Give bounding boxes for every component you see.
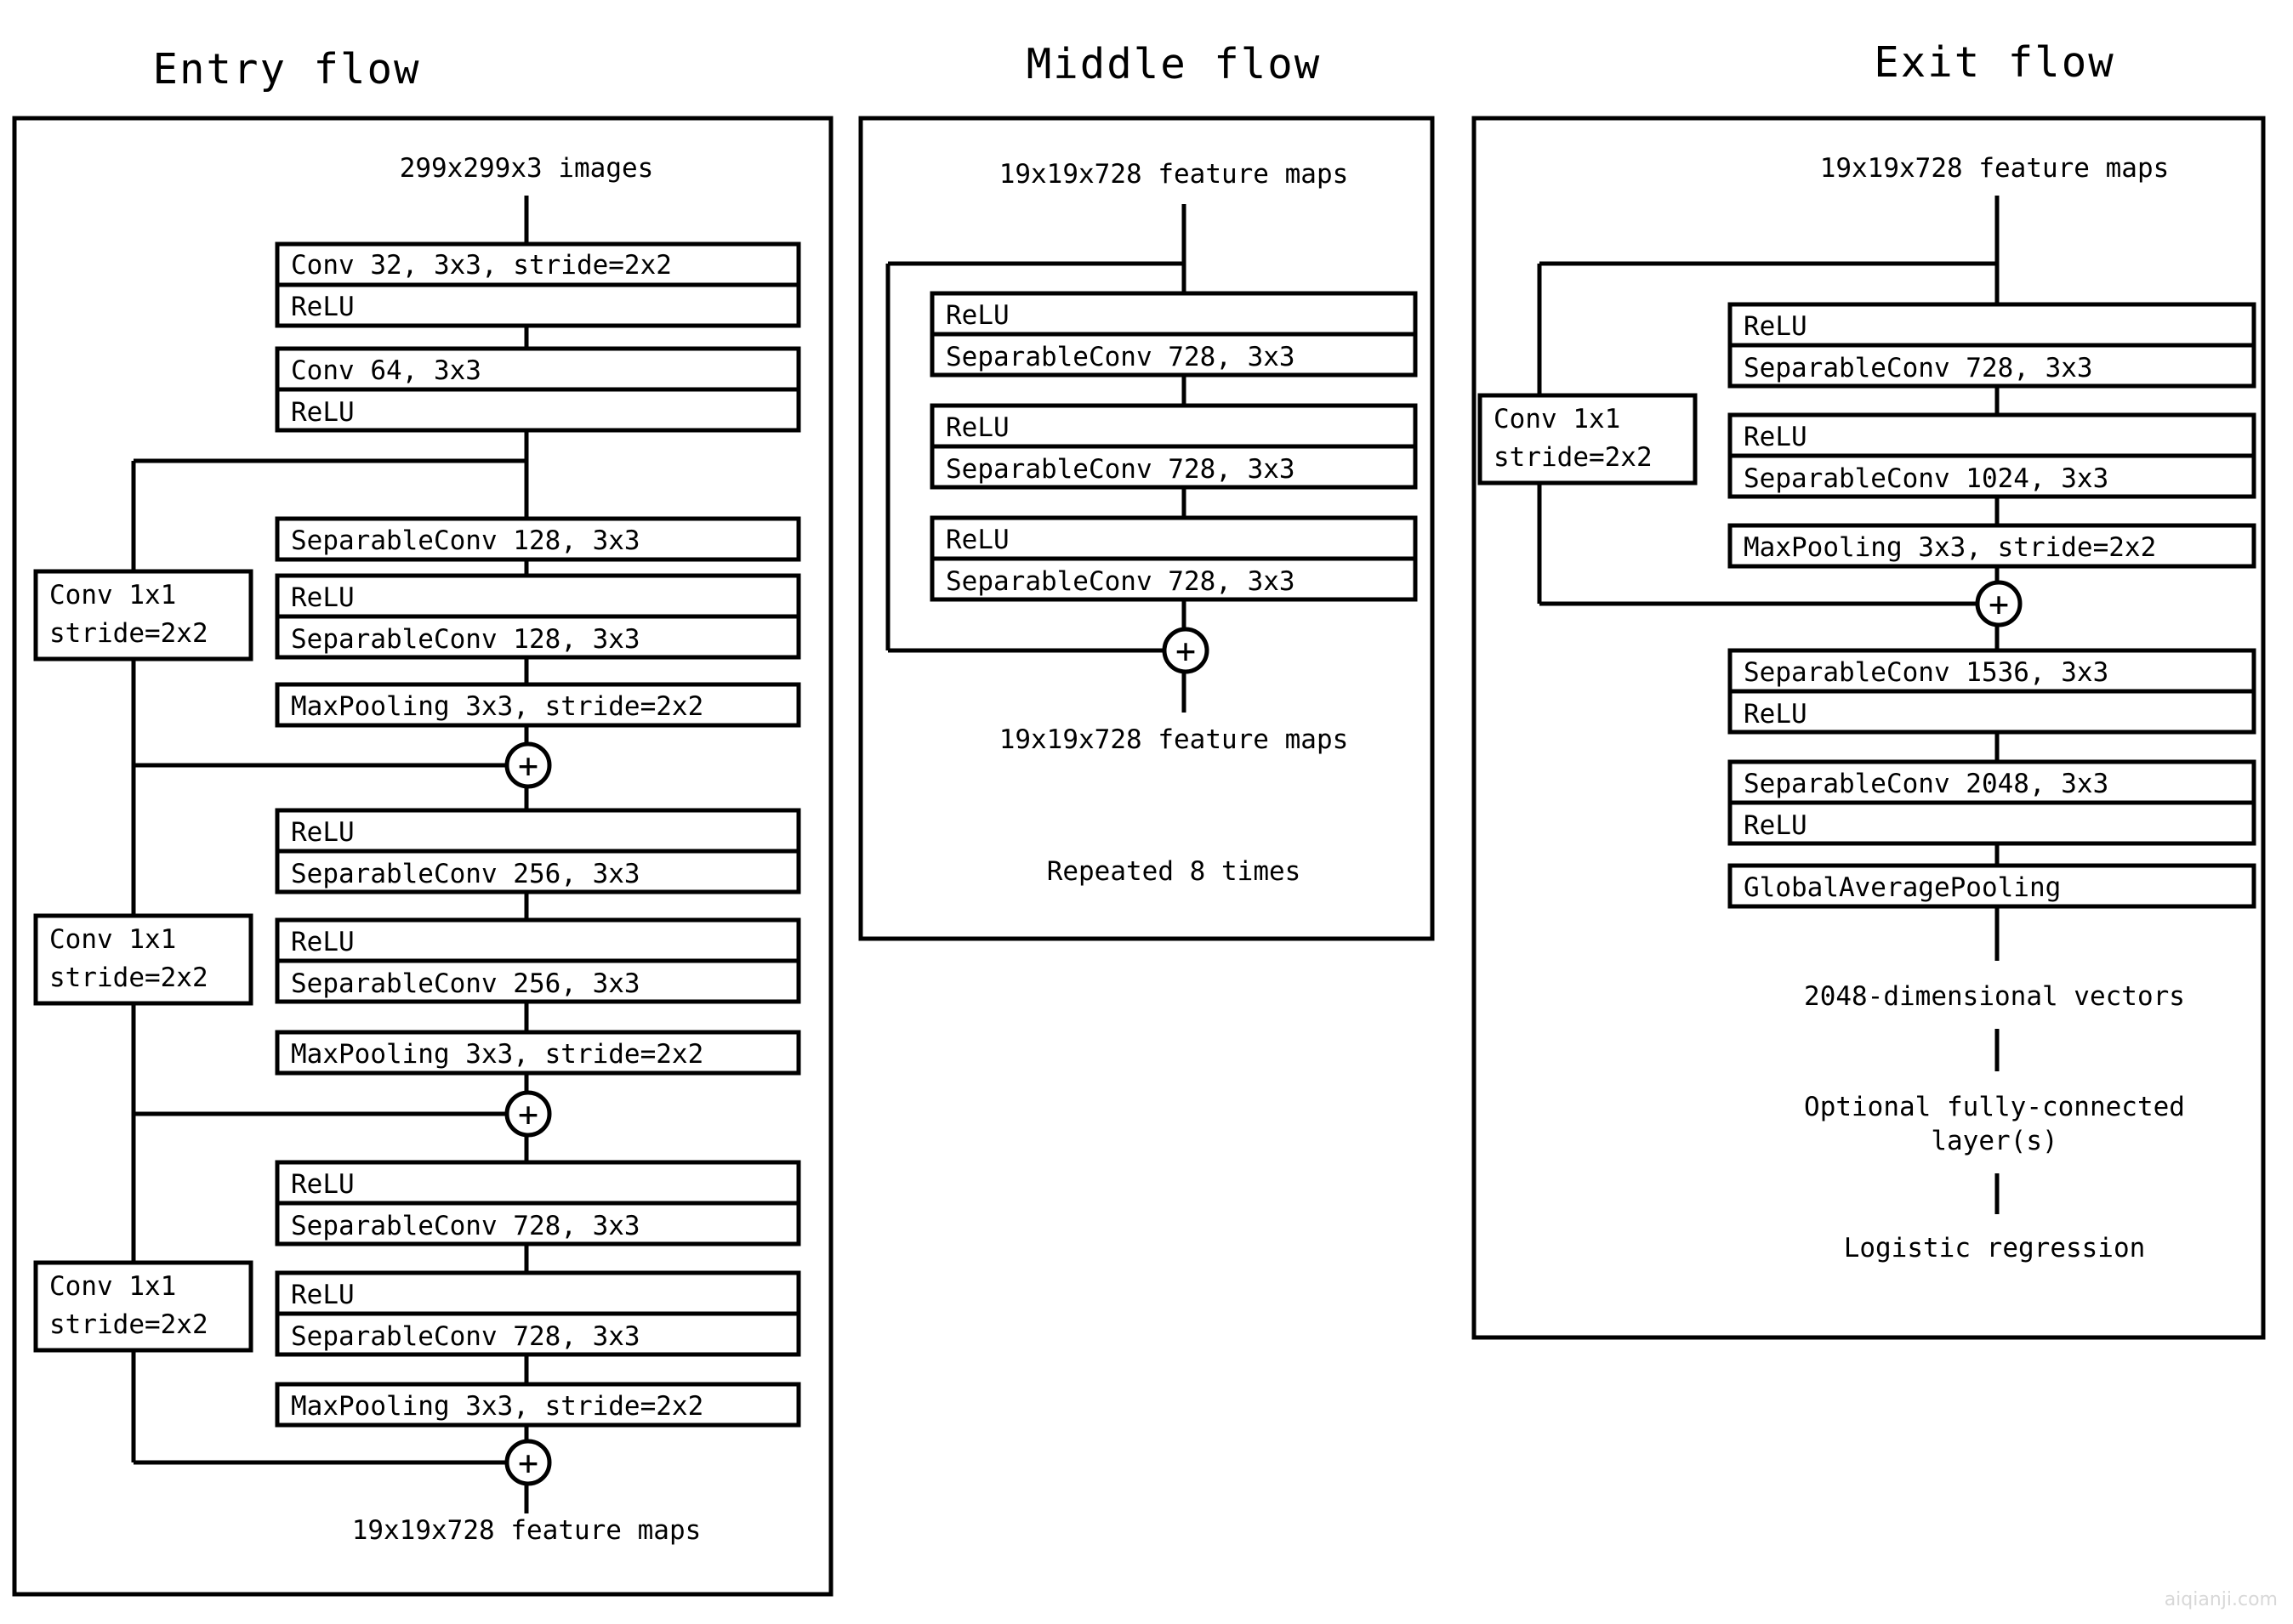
- entry-block-4-row-2: SeparableConv 128, 3x3: [291, 624, 640, 655]
- entry-block-6-row-1: ReLU: [291, 817, 355, 848]
- middle-merge-1-symbol: +: [1175, 632, 1196, 671]
- entry-input-label: 299x299x3 images: [400, 153, 654, 184]
- watermark: aiqianji.com: [2165, 1589, 2278, 1610]
- exit-block-3-row-1: MaxPooling 3x3, stride=2x2: [1744, 532, 2156, 563]
- middle-block-2-row-1: ReLU: [946, 412, 1010, 443]
- entry-shortcut-1-line-2: stride=2x2: [49, 618, 208, 649]
- entry-block-4-row-1: ReLU: [291, 582, 355, 613]
- exit-block-3: [1727, 523, 2256, 569]
- middle-flow-title: Middle flow: [1027, 40, 1322, 88]
- exit-block-2-row-1: ReLU: [1744, 422, 1807, 452]
- entry-shortcut-2: [33, 913, 253, 1006]
- middle-block-1-row-1: ReLU: [946, 300, 1010, 331]
- entry-block-1-row-2: ReLU: [291, 292, 355, 322]
- entry-block-8-row-1: MaxPooling 3x3, stride=2x2: [291, 1039, 703, 1070]
- exit-merge-1-symbol: +: [1989, 585, 2009, 624]
- exit-block-4-row-2: ReLU: [1744, 699, 1807, 730]
- entry-merge-3-symbol: +: [518, 1444, 538, 1483]
- exit-fc-label-line-2: layer(s): [1931, 1126, 2057, 1156]
- exit-input-label: 19x19x728 feature maps: [1820, 153, 2170, 184]
- entry-block-2-row-1: Conv 64, 3x3: [291, 355, 481, 386]
- entry-block-10-row-1: ReLU: [291, 1280, 355, 1310]
- exit-block-5-row-2: ReLU: [1744, 810, 1807, 841]
- entry-merge-1-symbol: +: [518, 747, 538, 786]
- exit-shortcut-1-line-2: stride=2x2: [1494, 442, 1653, 473]
- middle-output-label: 19x19x728 feature maps: [999, 724, 1349, 755]
- entry-block-5: [275, 682, 801, 728]
- exit-logistic-label: Logistic regression: [1844, 1233, 2146, 1263]
- entry-block-8: [275, 1030, 801, 1076]
- entry-shortcut-1: [33, 569, 253, 662]
- entry-block-11: [275, 1382, 801, 1428]
- middle-input-label: 19x19x728 feature maps: [999, 159, 1349, 190]
- entry-shortcut-3: [33, 1260, 253, 1353]
- entry-block-5-row-1: MaxPooling 3x3, stride=2x2: [291, 691, 703, 722]
- entry-output-label: 19x19x728 feature maps: [352, 1515, 702, 1546]
- exit-block-1-row-2: SeparableConv 728, 3x3: [1744, 353, 2093, 383]
- entry-shortcut-3-line-2: stride=2x2: [49, 1309, 208, 1340]
- exit-flow-title: Exit flow: [1874, 38, 2115, 87]
- entry-block-7-row-2: SeparableConv 256, 3x3: [291, 968, 640, 999]
- entry-block-9-row-1: ReLU: [291, 1169, 355, 1200]
- entry-flow-title: Entry flow: [152, 45, 420, 94]
- exit-vector-label: 2048-dimensional vectors: [1804, 981, 2185, 1012]
- middle-block-3-row-1: ReLU: [946, 525, 1010, 555]
- entry-block-11-row-1: MaxPooling 3x3, stride=2x2: [291, 1391, 703, 1422]
- entry-shortcut-1-line-1: Conv 1x1: [49, 580, 176, 610]
- middle-repeat-label: Repeated 8 times: [1047, 856, 1301, 887]
- exit-block-4-row-1: SeparableConv 1536, 3x3: [1744, 657, 2108, 688]
- middle-flow-panel: [858, 116, 1435, 941]
- entry-shortcut-3-line-1: Conv 1x1: [49, 1271, 176, 1302]
- entry-block-2-row-2: ReLU: [291, 397, 355, 428]
- exit-block-6: [1727, 863, 2256, 909]
- entry-shortcut-2-line-1: Conv 1x1: [49, 924, 176, 955]
- middle-block-1-row-2: SeparableConv 728, 3x3: [946, 342, 1295, 372]
- entry-block-9-row-2: SeparableConv 728, 3x3: [291, 1211, 640, 1241]
- exit-block-1-row-1: ReLU: [1744, 311, 1807, 342]
- entry-block-3-row-1: SeparableConv 128, 3x3: [291, 525, 640, 556]
- exit-fc-label-line-1: Optional fully-connected: [1804, 1092, 2185, 1122]
- exit-shortcut-1-line-1: Conv 1x1: [1494, 404, 1620, 434]
- entry-block-3: [275, 516, 801, 562]
- middle-block-3-row-2: SeparableConv 728, 3x3: [946, 566, 1295, 597]
- entry-merge-2-symbol: +: [518, 1095, 538, 1134]
- entry-shortcut-2-line-2: stride=2x2: [49, 962, 208, 993]
- exit-block-2-row-2: SeparableConv 1024, 3x3: [1744, 463, 2108, 494]
- entry-block-1-row-1: Conv 32, 3x3, stride=2x2: [291, 250, 672, 281]
- exit-block-6-row-1: GlobalAveragePooling: [1744, 872, 2061, 903]
- exit-block-5-row-1: SeparableConv 2048, 3x3: [1744, 769, 2108, 799]
- entry-block-10-row-2: SeparableConv 728, 3x3: [291, 1321, 640, 1352]
- entry-flow-panel: [12, 116, 834, 1597]
- middle-block-2-row-2: SeparableConv 728, 3x3: [946, 454, 1295, 485]
- exit-shortcut-1: [1477, 393, 1698, 485]
- entry-block-7-row-1: ReLU: [291, 927, 355, 957]
- exit-flow-panel: [1471, 116, 2266, 1340]
- entry-block-6-row-2: SeparableConv 256, 3x3: [291, 859, 640, 889]
